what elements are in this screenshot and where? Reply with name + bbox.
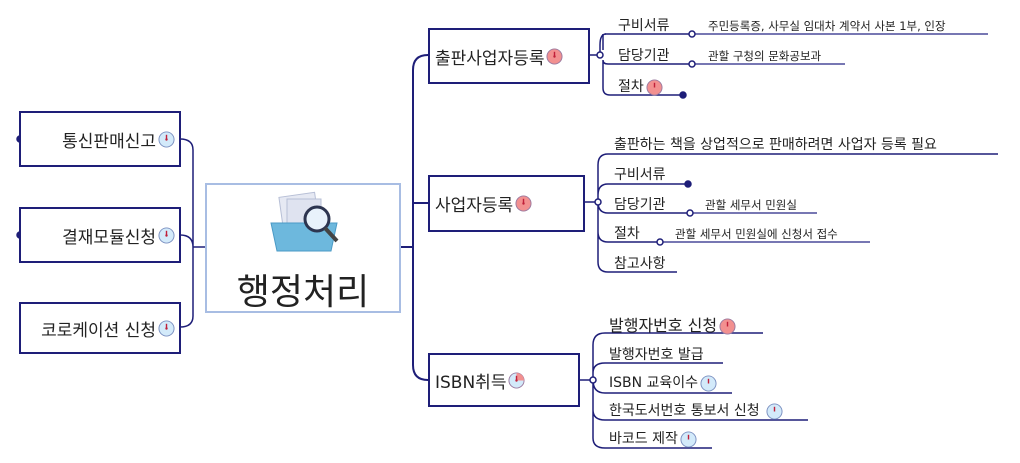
clock-icon — [158, 319, 175, 337]
topic-통신판매신고[interactable]: 통신판매신고 — [19, 111, 181, 167]
clock-icon — [680, 430, 697, 448]
subtopic-발행자번호-신청[interactable]: 발행자번호 신청 — [609, 312, 736, 336]
clock-icon — [515, 195, 532, 212]
subtopic-담당기관[interactable]: 담당기관 — [614, 197, 666, 213]
topic-label: 통신판매신고 — [62, 131, 156, 152]
clock-icon — [158, 130, 175, 148]
subtopic-발행자번호-발급[interactable]: 발행자번호 발급 — [609, 347, 704, 363]
subtopic-절차[interactable]: 절차 — [618, 76, 663, 96]
clock-icon — [700, 374, 717, 392]
clock-icon — [158, 226, 175, 244]
folder-search-icon — [270, 191, 339, 252]
topic-코로케이션-신청[interactable]: 코로케이션 신청 — [19, 302, 181, 354]
clock-icon — [546, 47, 564, 65]
subtopic-label: 발행자번호 신청 — [609, 316, 718, 335]
subtopic-구비서류[interactable]: 구비서류 — [614, 167, 666, 183]
subtopic-바코드-제작[interactable]: 바코드 제작 — [609, 428, 697, 448]
topic-출판사업자등록[interactable]: 출판사업자등록 — [428, 28, 590, 84]
clock-icon — [766, 402, 783, 420]
detail-담당기관[interactable]: 관할 구청의 문화공보과 — [708, 49, 822, 63]
topic-isbn취득[interactable]: ISBN취득 — [428, 353, 580, 407]
detail-절차[interactable]: 관할 세무서 민원실에 신청서 접수 — [675, 227, 838, 241]
subtopic-구비서류[interactable]: 구비서류 — [618, 18, 670, 34]
central-topic-title: 행정처리 — [236, 272, 370, 313]
clock-half-icon — [508, 371, 525, 389]
subtopic-label: 바코드 제작 — [609, 431, 678, 447]
subtopic-note[interactable]: 출판하는 책을 상업적으로 판매하려면 사업자 등록 필요 — [614, 137, 937, 153]
topic-label: ISBN취득 — [435, 372, 507, 393]
central-topic[interactable]: 행정처리 — [205, 183, 401, 313]
clock-icon — [719, 318, 736, 335]
topic-label: 코로케이션 신청 — [41, 320, 156, 341]
subtopic-label: 절차 — [618, 79, 644, 95]
topic-결재모듈신청[interactable]: 결재모듈신청 — [19, 207, 181, 263]
topic-label: 사업자등록 — [435, 196, 514, 216]
subtopic-한국도서번호-통보서-신청[interactable]: 한국도서번호 통보서 신청 — [609, 400, 783, 420]
topic-label: 결재모듈신청 — [62, 227, 156, 248]
detail-구비서류[interactable]: 주민등록증, 사무실 임대차 계약서 사본 1부, 인장 — [708, 19, 946, 33]
subtopic-label: 한국도서번호 통보서 신청 — [609, 403, 760, 419]
clock-icon — [646, 78, 663, 96]
subtopic-isbn-교육이수[interactable]: ISBN 교육이수 — [609, 372, 717, 392]
detail-담당기관[interactable]: 관할 세무서 민원실 — [705, 198, 797, 212]
subtopic-절차[interactable]: 절차 — [614, 226, 640, 242]
subtopic-label: ISBN 교육이수 — [609, 375, 699, 391]
subtopic-담당기관[interactable]: 담당기관 — [618, 48, 670, 64]
topic-label: 출판사업자등록 — [435, 48, 545, 69]
topic-사업자등록[interactable]: 사업자등록 — [428, 175, 585, 232]
subtopic-참고사항[interactable]: 참고사항 — [614, 256, 666, 272]
